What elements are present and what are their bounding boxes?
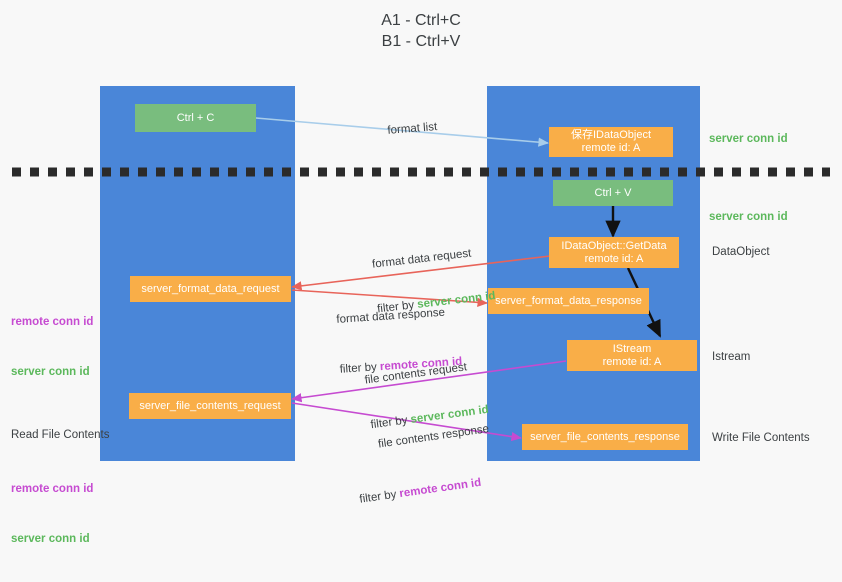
annotation-right-write-file-contents: Write File Contents (712, 432, 810, 444)
node-ctrl-c-label: Ctrl + C (176, 111, 215, 124)
edge-label-file-contents-request-text: file contents request (364, 361, 468, 387)
node-idataobject-getdata[interactable]: IDataObject::GetData remote id: A (549, 237, 679, 268)
node-getdata-remote-id: remote id: A (584, 252, 644, 265)
arrow-format-list (255, 117, 549, 147)
node-getdata-label: IDataObject::GetData (561, 239, 667, 252)
node-server-format-data-request-label: server_format_data_request (141, 282, 280, 295)
annotation-left-remote-conn-id-1: remote conn id (11, 316, 94, 328)
node-server-file-contents-request[interactable]: server_file_contents_request (129, 393, 291, 419)
node-ctrl-v[interactable]: Ctrl + V (553, 180, 673, 206)
edge-label-format-data-response-text: format data response (336, 306, 446, 326)
node-server-format-data-response[interactable]: server_format_data_response (488, 288, 649, 314)
node-istream-remote-id: remote id: A (602, 355, 662, 368)
node-server-file-contents-response[interactable]: server_file_contents_response (522, 424, 688, 450)
arrow-file-contents-response (291, 402, 522, 442)
edge-label-format-data-request-text: format data request (371, 247, 472, 271)
annotation-right-dataobject: DataObject (712, 246, 770, 258)
annotation-left-remote-conn-id-2: remote conn id (11, 483, 94, 495)
edge-label-format-list: format list (373, 105, 439, 155)
edge-label-file-contents-response-filter-key: remote conn id (398, 476, 482, 501)
annotation-right-istream: Istream (712, 351, 751, 363)
diagram-canvas: A1 - Ctrl+C B1 - Ctrl+V A1 remote B1 con… (11, 12, 830, 545)
node-save-idataobject-label: 保存IDataObject (570, 129, 652, 141)
node-ctrl-c[interactable]: Ctrl + C (135, 104, 256, 132)
node-server-format-data-response-label: server_format_data_response (495, 294, 642, 307)
node-server-file-contents-response-label: server_file_contents_response (530, 430, 680, 443)
edge-label-file-contents-response-filter-prefix: filter by (358, 488, 401, 506)
annotation-right-server-conn-id-1: server conn id (709, 133, 788, 145)
annotation-left-server-conn-id-1: server conn id (11, 366, 90, 378)
node-istream[interactable]: IStream remote id: A (567, 340, 697, 371)
arrow-layer (255, 117, 662, 442)
edge-label-file-contents-response: file contents response filter by remote … (359, 392, 501, 533)
node-server-format-data-request[interactable]: server_format_data_request (130, 276, 291, 302)
node-save-idataobject-remote-id: remote id: A (581, 142, 641, 154)
page-title: A1 - Ctrl+C B1 - Ctrl+V (381, 12, 461, 50)
edge-label-format-list-text: format list (386, 121, 438, 137)
node-istream-label: IStream (612, 342, 652, 355)
annotation-left-server-conn-id-2: server conn id (11, 533, 90, 545)
arrow-format-data-request (291, 255, 551, 291)
node-server-file-contents-request-label: server_file_contents_request (139, 399, 281, 412)
edge-label-file-contents-response-text: file contents response (377, 423, 490, 451)
node-save-idataobject[interactable]: 保存IDataObject remote id: A (549, 127, 673, 157)
arrow-file-contents-request (291, 360, 567, 403)
annotation-left-read-file-contents: Read File Contents (11, 429, 110, 441)
node-ctrl-v-label: Ctrl + V (594, 186, 632, 199)
annotation-left-conn-id-stack-1: remote conn id server conn id (11, 279, 99, 415)
arrow-format-data-response (291, 289, 488, 307)
annotation-right-server-conn-id-2: server conn id (709, 211, 788, 223)
annotation-left-read-file-contents-stack: Read File Contents remote conn id server… (11, 392, 110, 582)
